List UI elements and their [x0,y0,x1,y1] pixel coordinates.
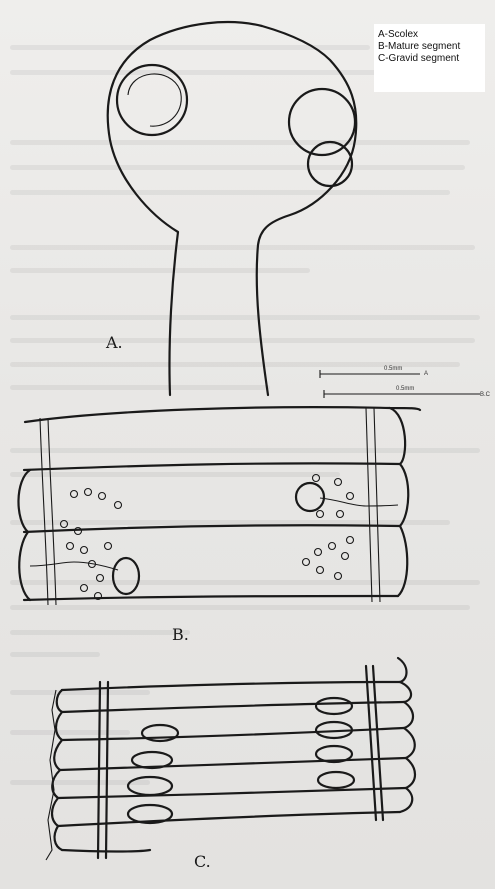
scale-bar-bc-value: 0.5mm [396,386,414,392]
scale-bar-a-tag: A [424,371,428,377]
scale-bar-a-value: 0.5mm [384,366,402,372]
uterus-c1-right [316,698,352,714]
scale-bar-bc-tag: B.C [480,392,490,398]
mature-segments-drawing [18,407,420,605]
segment-c-boundary-6 [58,812,400,826]
sucker-right-lower [308,142,352,186]
figure-label-mature: B. [172,625,189,644]
vagina-upper-segment [320,498,398,506]
sucker-left-inner [128,74,181,126]
canal-right-inner [374,408,380,602]
testes-lower-segment [61,521,354,600]
uterus-c4-right [318,772,354,788]
uterus-c3-left [128,777,172,795]
figure-label-gravid: C. [194,852,211,871]
segment-b-boundary-1 [25,407,420,422]
sucker-left [117,65,187,135]
segment-c-boundary-5 [58,788,406,798]
figure-label-scolex: A. [106,333,123,352]
segment-b-boundary-2 [24,463,400,470]
canal-c-left-inner [106,682,108,858]
gravid-segments-drawing [46,658,415,860]
vagina-lower-segment [30,562,118,570]
ovary-lower-segment [113,558,139,594]
segment-b-boundary-4 [24,596,398,600]
scolex-drawing [108,22,357,395]
scale-bars [320,370,480,398]
scolex-outline [108,22,357,395]
canal-c-left-outer [98,682,100,858]
segment-c-boundary-1 [62,682,400,690]
segment-c-boundary-4 [60,758,406,770]
canal-right-outer [366,408,372,602]
ovary-upper-segment [296,483,324,511]
uterus-c2-left [132,752,172,768]
canal-left-inner [48,418,56,605]
canal-left-outer [40,418,48,605]
sucker-right-upper [289,89,355,155]
